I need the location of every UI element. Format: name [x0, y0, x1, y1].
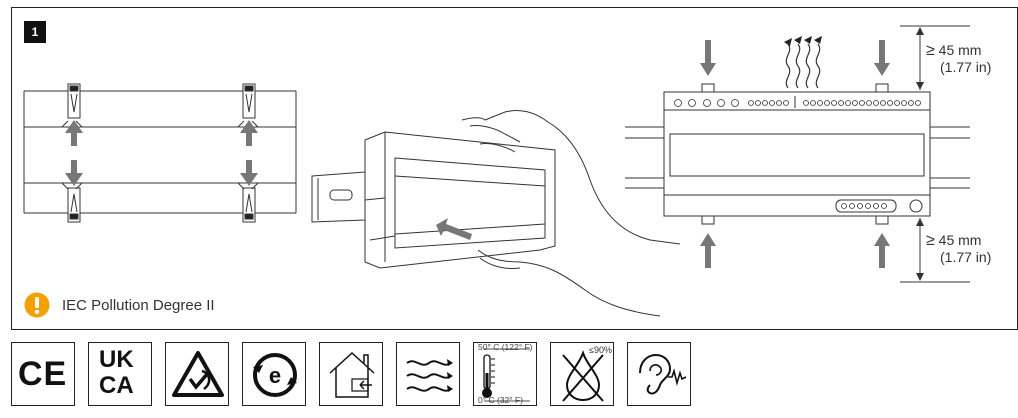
temperature-high-label: 50° C (122° F) [478, 342, 533, 352]
step-number-badge: 1 [24, 21, 46, 43]
release-arrows [65, 120, 258, 186]
rcm-mark-icon [165, 342, 229, 406]
ukca-mark-bottom: CA [99, 372, 134, 399]
installation-diagram: 1 IEC Pollution Degree II ≥ 45 mm (1.77 … [11, 7, 1018, 330]
warning-icon [24, 292, 50, 318]
hearing-noise-icon [627, 342, 691, 406]
terminal-screws [674, 99, 921, 209]
clearance-top-imperial: (1.77 in) [940, 59, 992, 75]
ce-mark-icon: CE [11, 342, 75, 406]
pollution-degree-note: IEC Pollution Degree II [62, 297, 215, 314]
clearance-top-label: ≥ 45 mm (1.77 in) [926, 42, 991, 76]
heat-dissipation-waves [785, 43, 821, 89]
certification-icons-row: CE UK CA e [0, 338, 1018, 418]
temperature-range-icon: 50° C (122° F) 0° C (32° F) [473, 342, 537, 406]
greater-equal-symbol: ≥ [926, 232, 935, 249]
module-mounting-illustration [311, 109, 681, 317]
temperature-low-label: 0° C (32° F) [478, 395, 524, 405]
air-flow-icon [396, 342, 460, 406]
humidity-label: ≤90% [589, 345, 612, 355]
ce-mark-text: CE [18, 355, 68, 393]
ukca-mark-icon: UK CA [88, 342, 152, 406]
clearance-bottom-label: ≥ 45 mm (1.77 in) [926, 232, 991, 266]
humidity-limit-icon: ≤90% [550, 342, 614, 406]
clearance-top-metric: 45 mm [938, 42, 982, 58]
ukca-mark-top: UK [99, 346, 134, 373]
clearance-dimension-lines [900, 25, 970, 283]
clearance-bottom-metric: 45 mm [938, 232, 982, 248]
din-rail-front-view [23, 83, 297, 223]
greater-equal-symbol: ≥ [926, 42, 935, 59]
mounted-module [625, 91, 970, 217]
indoor-use-icon [319, 342, 383, 406]
svg-text:e: e [269, 363, 281, 388]
clearance-bottom-imperial: (1.77 in) [940, 249, 992, 265]
china-rohs-icon: e [242, 342, 306, 406]
slide-arrow [436, 218, 472, 240]
airflow-arrows [700, 40, 890, 268]
